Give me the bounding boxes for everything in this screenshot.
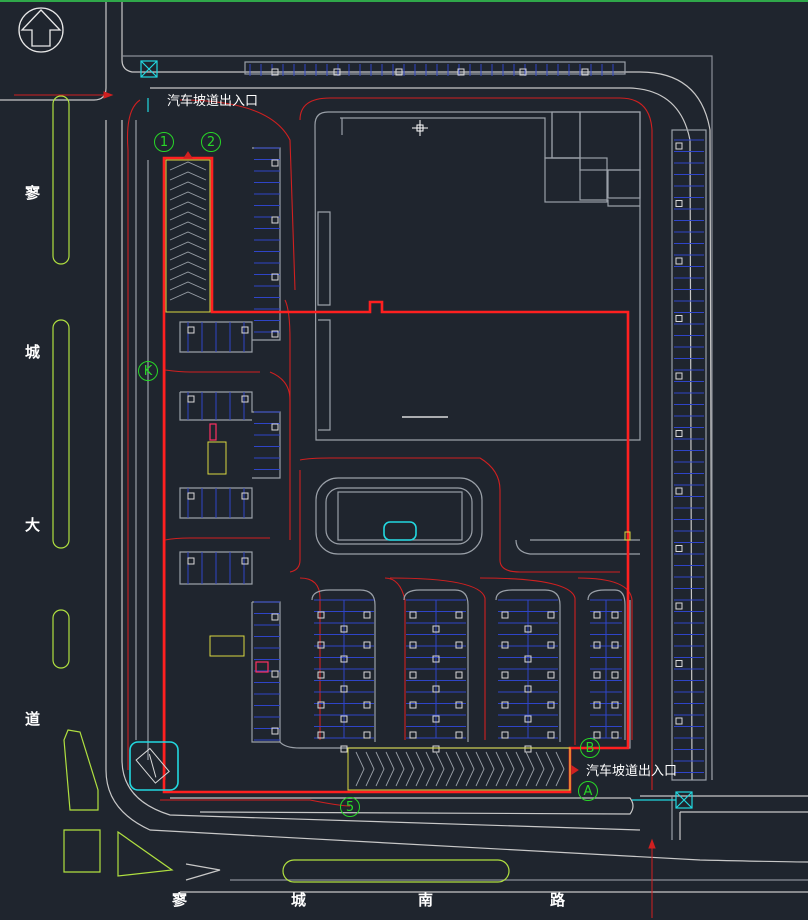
axis-marker-5: 5 [340,797,360,817]
landscape-islands [52,95,510,883]
marker-post [624,531,631,541]
entrance-label-south: 汽车坡道出入口 [586,764,678,779]
ramp-hatches [165,159,571,791]
road-south-char-1: 寥 [172,891,188,909]
building-outlines [135,61,707,840]
axis-marker-b: B [580,738,600,758]
parking-stalls [187,64,704,773]
stall-markers [187,68,683,753]
road-south-char-4: 路 [550,891,566,909]
entrance-label-north: 汽车坡道出入口 [167,94,259,109]
crosshair-icon [412,120,428,136]
road-edges [0,2,808,893]
gate-box-icon [140,60,693,809]
entrance-arrows [14,91,656,918]
cyan-elements [129,98,676,801]
axis-marker-a: A [578,781,598,801]
ramp-chevrons [169,161,565,787]
service-blocks [209,423,269,673]
road-west-char-4: 道 [25,710,41,728]
axis-marker-2: 2 [201,132,221,152]
axis-marker-1: 1 [154,132,174,152]
road-west-char-3: 大 [25,516,41,534]
road-west-char-1: 寥 [25,184,41,202]
axis-marker-k: K [138,361,158,381]
top-border-line [0,0,808,2]
road-south-char-2: 城 [291,891,307,909]
road-south-char-3: 南 [418,891,434,909]
corner-ramp [135,747,170,784]
north-arrow-icon [18,7,64,53]
road-west-char-2: 城 [25,343,41,361]
site-boundary [162,156,630,794]
red-circulation-curves [126,97,653,807]
